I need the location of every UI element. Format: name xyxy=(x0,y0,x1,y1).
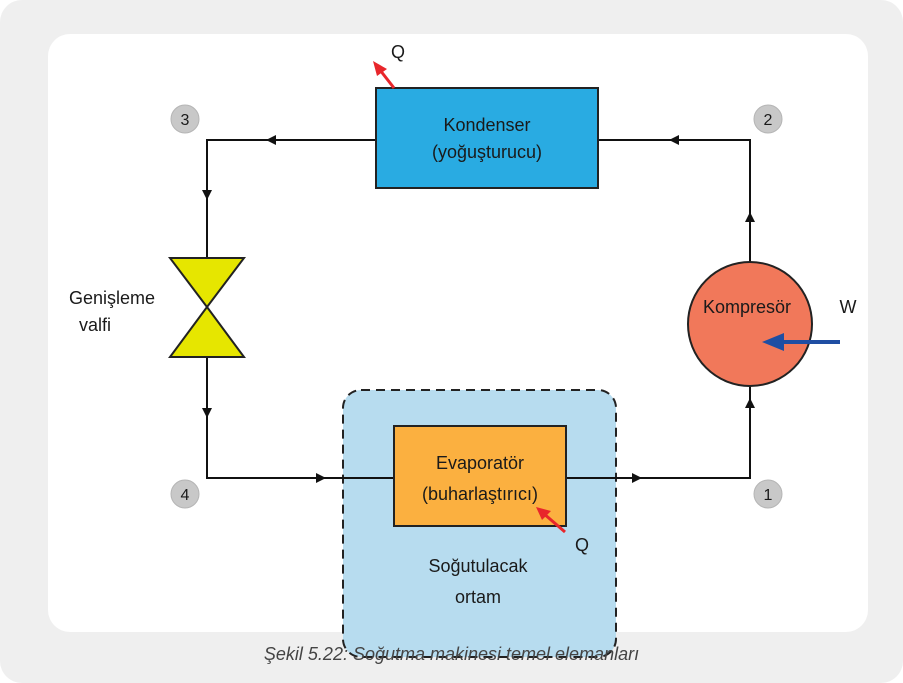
work-input-arrow xyxy=(762,333,840,351)
heat-in-label: Q xyxy=(575,535,589,555)
svg-text:3: 3 xyxy=(181,112,190,129)
node-badge-3: 3 xyxy=(170,104,200,134)
compressor-label: Kompresör xyxy=(703,297,791,317)
condenser-box xyxy=(375,87,599,189)
expansion-valve-label-line2: valfi xyxy=(79,315,111,335)
figure-caption: Şekil 5.22: Soğutma makinesi temel elema… xyxy=(263,644,640,664)
condenser-label-line1: Kondenser xyxy=(443,115,530,135)
node-badge-4: 4 xyxy=(170,479,200,509)
expansion-valve-label-line1: Genişleme xyxy=(69,288,155,308)
flow-arrows xyxy=(202,135,755,483)
work-label: W xyxy=(840,297,857,317)
heat-in-arrow xyxy=(536,507,566,534)
compressor-circle xyxy=(687,261,813,387)
expansion-valve-icon xyxy=(167,257,247,358)
svg-text:4: 4 xyxy=(181,487,190,504)
cooled-space-label-line2: ortam xyxy=(455,587,501,607)
svg-text:2: 2 xyxy=(764,112,773,129)
evaporator-label-line2: (buharlaştırıcı) xyxy=(422,484,538,504)
node-badge-1: 1 xyxy=(753,479,783,509)
heat-out-arrow xyxy=(373,61,396,89)
heat-out-label: Q xyxy=(391,42,405,62)
node-badge-2: 2 xyxy=(753,104,783,134)
evaporator-label-line1: Evaporatör xyxy=(436,453,524,473)
svg-text:1: 1 xyxy=(764,487,773,504)
condenser-label-line2: (yoğuşturucu) xyxy=(432,142,542,162)
cooled-space-label-line1: Soğutulacak xyxy=(428,556,528,576)
